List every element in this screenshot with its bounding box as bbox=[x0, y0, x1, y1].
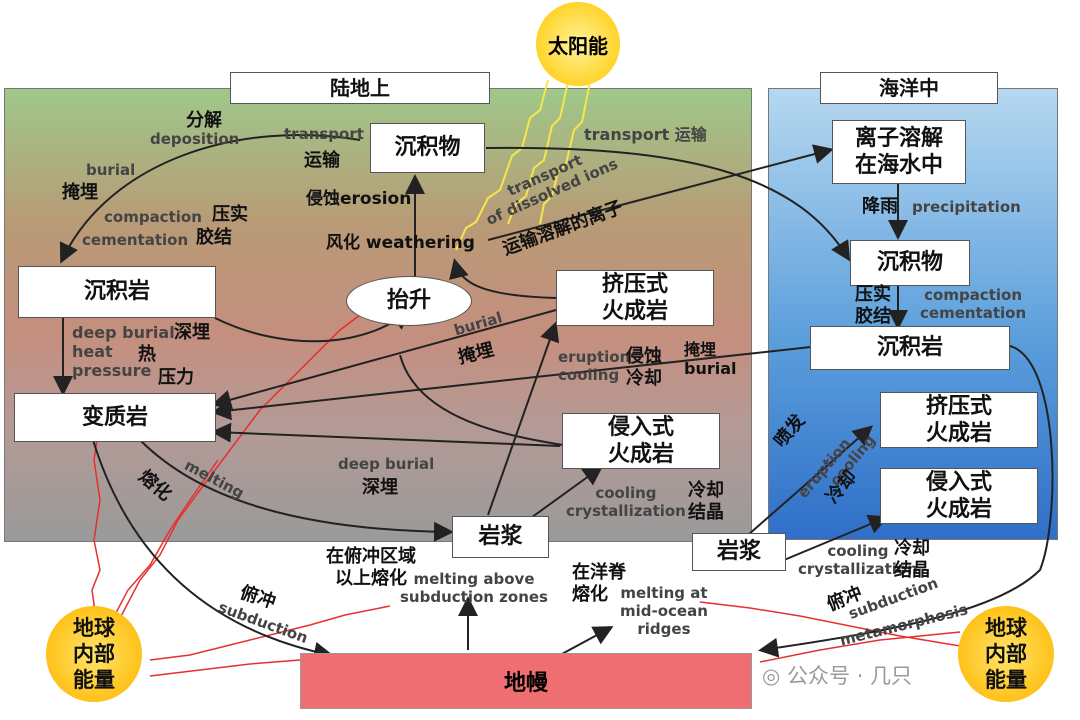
ocean-title: 海洋中 bbox=[820, 72, 998, 104]
land-sedimentary-rock-box: 沉积岩 bbox=[18, 266, 216, 318]
label-transport-2: transport 运输 bbox=[584, 125, 707, 144]
ocean-extrusive-igneous-box: 挤压式 火成岩 bbox=[880, 392, 1038, 448]
label-yali: 压力 bbox=[158, 367, 194, 388]
watermark: ◎ 公众号 · 几只 bbox=[762, 660, 912, 690]
label-yashi-jiaojie: 压实 胶结 bbox=[855, 284, 891, 327]
label-shenmai: 深埋 bbox=[174, 322, 210, 343]
label-melt-above-zh: 在俯冲区域 以上熔化 bbox=[326, 546, 416, 589]
mantle-label: 地幔 bbox=[503, 671, 548, 696]
sun-label: 太阳能 bbox=[548, 33, 608, 58]
label-lengque-jiejing-2: 冷却 结晶 bbox=[894, 538, 930, 581]
earth-energy-lines bbox=[91, 284, 961, 677]
land-magma-box: 岩浆 bbox=[452, 516, 549, 558]
label-precipitation: precipitation bbox=[912, 198, 1021, 216]
label-qinshi-lengque: 侵蚀 冷却 bbox=[626, 346, 662, 389]
label-shenmai-2: 深埋 bbox=[362, 477, 398, 498]
earth-internal-energy-left: 地球 内部 能量 bbox=[46, 606, 142, 702]
energy-left-label: 地球 内部 能量 bbox=[73, 615, 115, 693]
label-maimai-burial: 掩埋 burial bbox=[684, 340, 737, 379]
label-compaction-2: compaction cementation bbox=[920, 286, 1027, 322]
ocean-intrusive-igneous-box: 侵入式 火成岩 bbox=[880, 468, 1038, 524]
land-sediment-box: 沉积物 bbox=[370, 123, 485, 173]
label-weathering: 风化 weathering bbox=[326, 233, 475, 253]
label-erosion: 侵蚀erosion bbox=[306, 189, 412, 209]
ocean-sedimentary-rock-box: 沉积岩 bbox=[810, 326, 1010, 370]
label-transport-1: transport bbox=[284, 125, 364, 143]
cycle-arrows bbox=[53, 134, 1054, 662]
label-deep-burial-en: deep burial heat pressure bbox=[72, 323, 175, 381]
label-jiangyu: 降雨 bbox=[862, 196, 898, 217]
wechat-icon: ◎ bbox=[762, 664, 781, 688]
dissolved-ions-box: 离子溶解 在海水中 bbox=[832, 120, 966, 184]
watermark-text: 公众号 · 几只 bbox=[787, 664, 913, 688]
land-extrusive-igneous-box: 挤压式 火成岩 bbox=[556, 270, 714, 326]
earth-internal-energy-right: 地球 内部 能量 bbox=[958, 606, 1054, 702]
label-cementation-1: cementation bbox=[82, 231, 189, 249]
uplift-ellipse: 抬升 bbox=[346, 276, 472, 326]
label-lengque-jiejing-1: 冷却 结晶 bbox=[688, 480, 724, 523]
ocean-sediment-box: 沉积物 bbox=[850, 240, 970, 286]
land-intrusive-igneous-box: 侵入式 火成岩 bbox=[562, 413, 720, 469]
sun-ray-lines bbox=[455, 79, 591, 251]
mantle-box: 地幔 bbox=[300, 653, 752, 709]
label-ridge-zh: 在洋脊 熔化 bbox=[572, 562, 626, 605]
solar-energy-sun: 太阳能 bbox=[536, 2, 620, 86]
label-fenjie: 分解 bbox=[186, 110, 222, 131]
label-yunshu-1: 运输 bbox=[304, 150, 340, 171]
label-cooling-cryst-2: cooling crystallization bbox=[798, 542, 918, 578]
label-melt-above-en: melting above subduction zones bbox=[400, 570, 548, 606]
label-deposition: deposition bbox=[150, 130, 240, 148]
label-eruption-cooling: eruption cooling bbox=[558, 348, 631, 384]
label-compaction-1: compaction bbox=[104, 208, 202, 226]
label-ridge-en: melting at mid-ocean ridges bbox=[620, 584, 708, 638]
label-cooling-cryst-1: cooling crystallization bbox=[566, 484, 686, 520]
label-re: 热 bbox=[138, 344, 156, 365]
energy-right-label: 地球 内部 能量 bbox=[985, 615, 1027, 693]
label-deep-burial-2: deep burial bbox=[338, 455, 435, 473]
label-burial-1: burial bbox=[86, 161, 136, 179]
label-jiaojie-1: 胶结 bbox=[196, 227, 232, 248]
label-maimai-1: 掩埋 bbox=[62, 182, 98, 203]
land-title: 陆地上 bbox=[230, 72, 490, 104]
ocean-magma-box: 岩浆 bbox=[692, 533, 786, 571]
metamorphic-rock-box: 变质岩 bbox=[14, 393, 216, 442]
label-yashi-1: 压实 bbox=[212, 204, 248, 225]
